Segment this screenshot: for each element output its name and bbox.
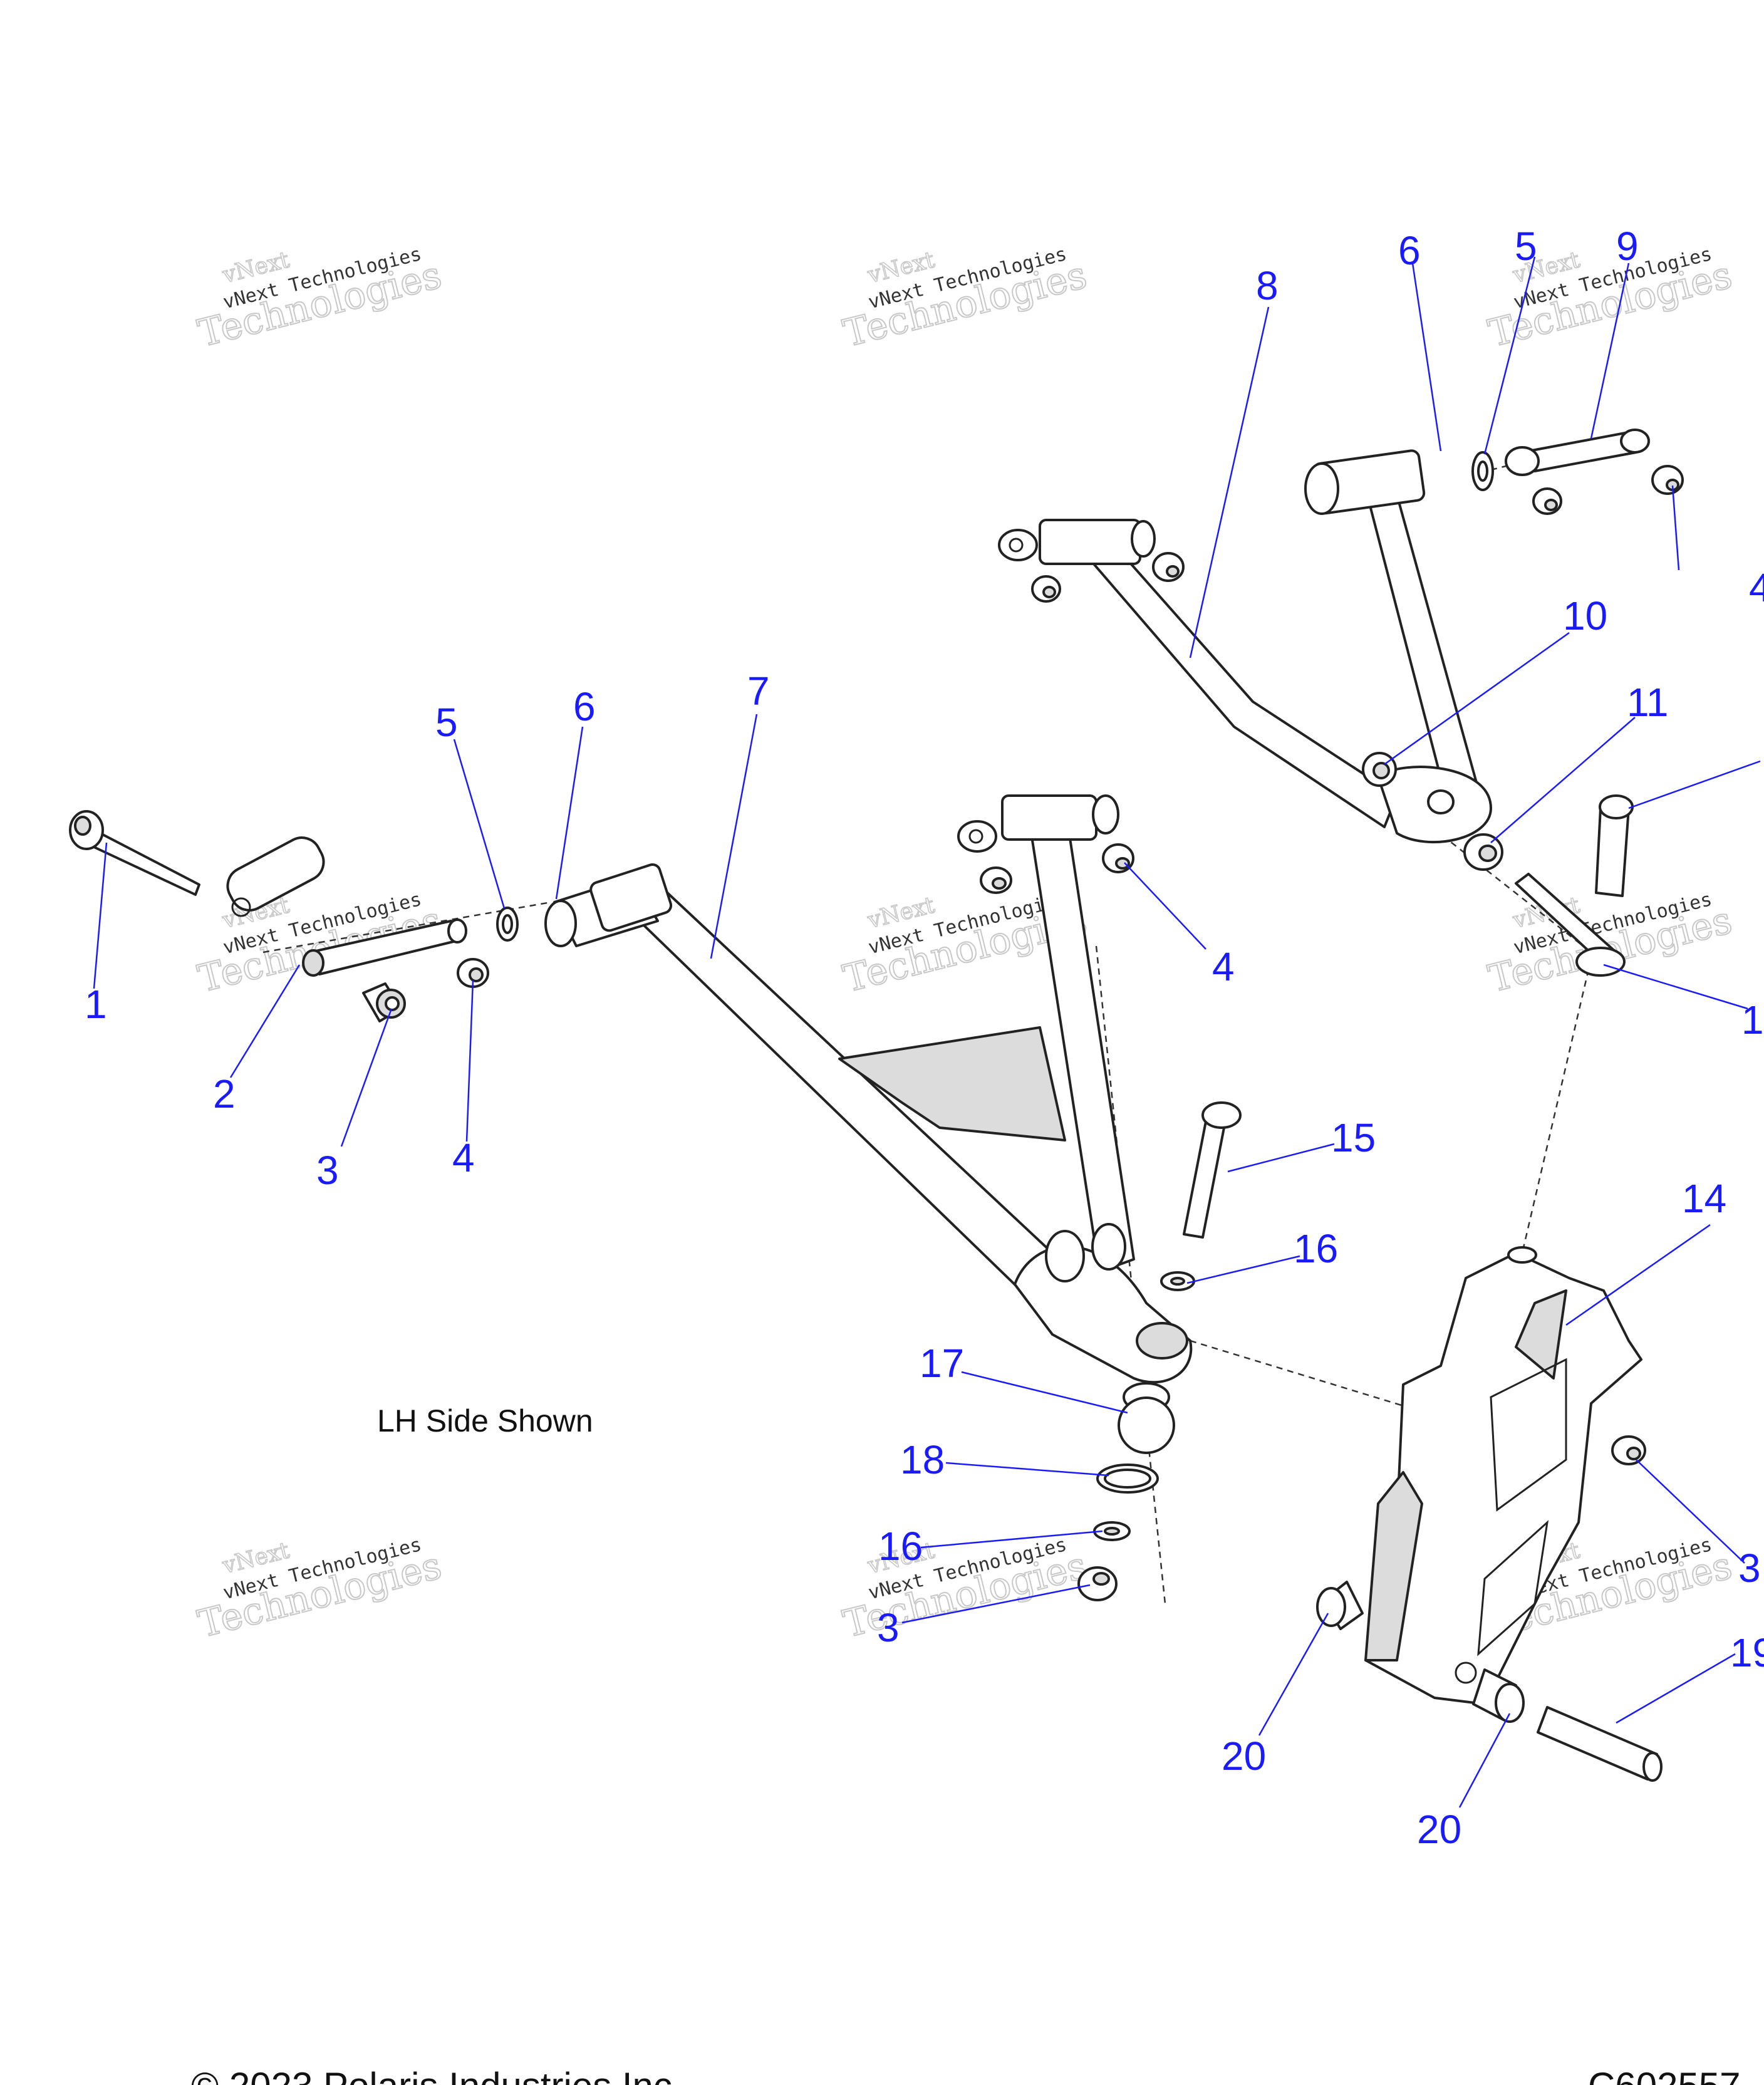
ball-joint-part-17	[1118, 1382, 1175, 1454]
callout-16: 16	[878, 1524, 923, 1569]
callout-leaders	[93, 256, 1761, 1808]
link-part-13	[1515, 873, 1626, 977]
callout-20: 20	[1222, 1734, 1266, 1779]
pivot-shaft-part-9	[1505, 429, 1650, 476]
callout-18: 18	[900, 1437, 945, 1482]
callout-6: 6	[1398, 228, 1421, 273]
callout-16: 16	[1294, 1226, 1338, 1271]
bushing-part-3	[1031, 552, 1185, 603]
callout-19: 19	[1730, 1630, 1764, 1675]
shaft-part-19	[1537, 1706, 1663, 1782]
callout-9: 9	[1616, 224, 1639, 269]
callout-1: 1	[85, 982, 107, 1027]
bushing-part-3	[1611, 1435, 1646, 1465]
bushing-part-10	[1362, 752, 1397, 787]
callout-5: 5	[435, 700, 458, 745]
watermark: vNext vNext Technologies Technologies	[193, 1534, 446, 1647]
callout-4: 4	[452, 1135, 475, 1180]
callout-5: 5	[1515, 224, 1537, 269]
side-note: LH Side Shown	[377, 1403, 593, 1438]
bolt-part-12	[1595, 794, 1634, 897]
watermark: vNext vNext Technologies Technologies	[838, 1534, 1091, 1647]
callout-3: 3	[877, 1605, 900, 1650]
callout-14: 14	[1682, 1176, 1726, 1221]
nut-part-4	[1102, 843, 1134, 873]
callout-10: 10	[1563, 593, 1607, 638]
callout-7: 7	[747, 668, 770, 714]
nut-part-4	[1651, 465, 1684, 495]
nut-part-3	[1077, 1566, 1118, 1601]
knuckle-part-14	[1364, 1246, 1642, 1705]
washer-part-5	[1471, 451, 1494, 491]
nut-part-4	[457, 958, 489, 988]
washer-part-5	[496, 907, 519, 942]
figure-id: C602557	[1588, 2065, 1741, 2085]
callout-6: 6	[573, 684, 596, 729]
callout-2: 2	[213, 1071, 236, 1116]
pivot-shaft-part-2	[302, 918, 467, 977]
bolt-part-1	[69, 810, 200, 896]
callout-11: 11	[1627, 680, 1668, 725]
callout-20: 20	[1417, 1807, 1461, 1852]
lower-a-arm-part-7	[544, 794, 1193, 1384]
bushing-part-3	[1532, 487, 1562, 515]
watermark: vNext vNext Technologies Technologies	[193, 243, 446, 356]
callout-4: 4	[1749, 565, 1764, 610]
spacer-part-11	[1463, 833, 1503, 871]
callout-numbers: 1 2 3 4 5 6 7 5 6 9 8 10 11 4 4 1 15 16 …	[85, 224, 1764, 1852]
snap-ring-part-18	[1096, 1464, 1159, 1494]
callout-1: 1	[1741, 997, 1764, 1042]
callout-8: 8	[1256, 263, 1279, 308]
callout-4: 4	[1212, 944, 1235, 989]
washer-part-16	[1160, 1271, 1195, 1291]
pivot-ghost	[226, 836, 325, 917]
callout-17: 17	[920, 1341, 964, 1386]
callout-15: 15	[1331, 1115, 1376, 1160]
callout-3: 3	[316, 1148, 339, 1193]
bolt-part-15	[1183, 1101, 1242, 1239]
upper-a-arm-part-8	[998, 449, 1492, 844]
bushing-part-3	[362, 982, 406, 1022]
watermark: vNext vNext Technologies Technologies	[1483, 243, 1736, 356]
bushing-part-20	[1472, 1668, 1525, 1723]
watermark: vNext vNext Technologies Technologies	[838, 243, 1091, 356]
bushing-part-20	[1316, 1581, 1364, 1630]
bushing-part-3	[980, 866, 1012, 894]
callout-3: 3	[1738, 1546, 1761, 1591]
copyright-text: © 2023 Polaris Industries Inc.	[191, 2065, 683, 2085]
